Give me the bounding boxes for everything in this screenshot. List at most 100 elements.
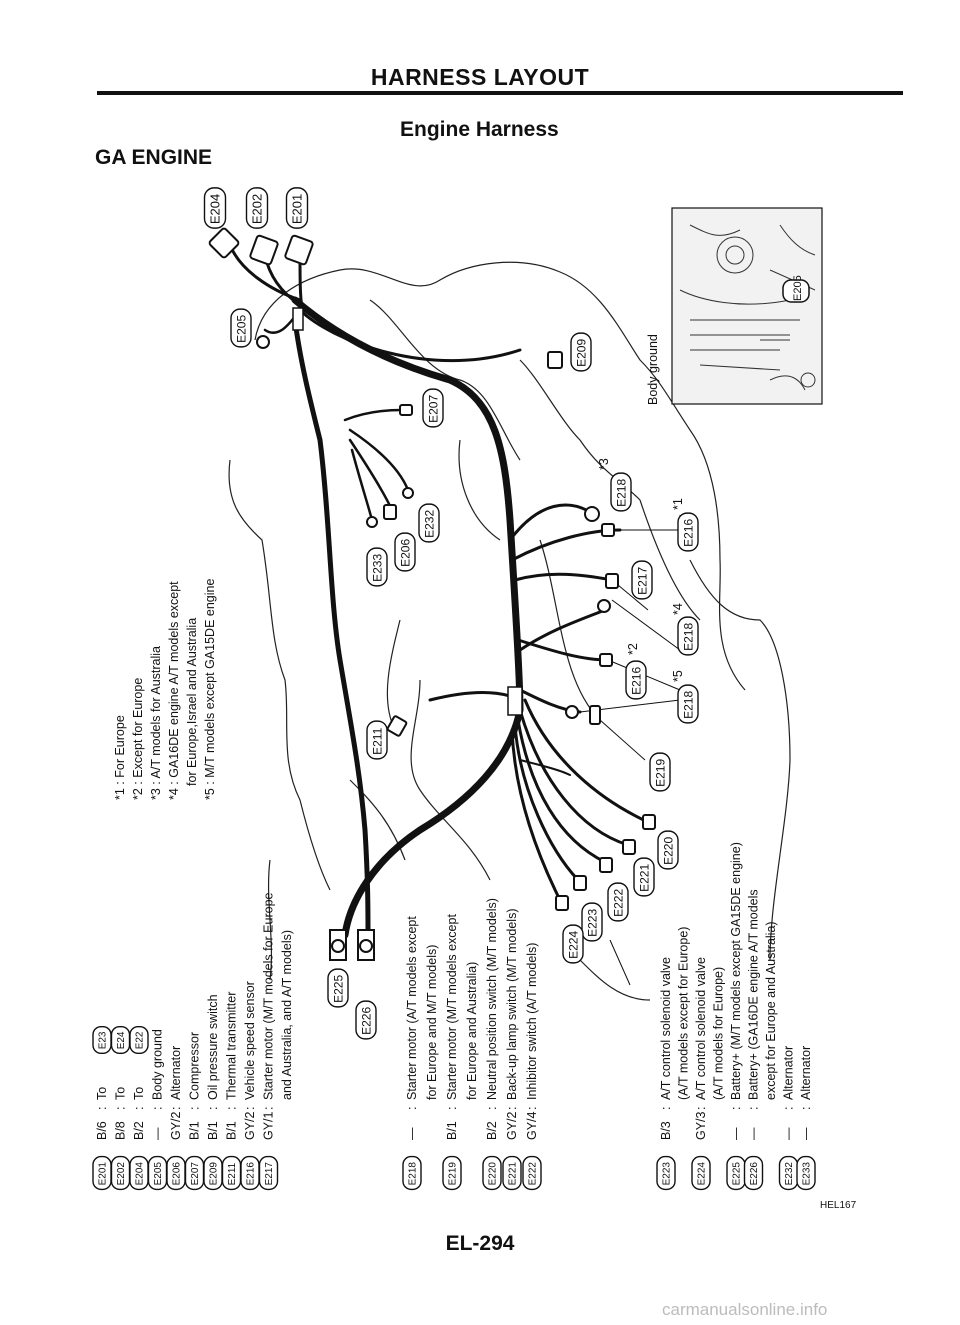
legend1-e207-colon: : bbox=[188, 1107, 202, 1110]
connector-tag-e218b-text: E218 bbox=[681, 623, 695, 651]
footnotes: *1 : For Europe *2 : Except for Europe *… bbox=[113, 579, 217, 800]
legend1-e217-code: E217 bbox=[258, 1155, 279, 1191]
legend3-e225-color: — bbox=[729, 1127, 743, 1140]
connector-tag-e205: E205 bbox=[230, 308, 252, 348]
legend2-e220-code-text: E220 bbox=[488, 1162, 499, 1186]
legend1-e201-code-text: E201 bbox=[98, 1162, 109, 1186]
legend1-e211-code-text: E211 bbox=[227, 1162, 238, 1185]
connector-tag-e218c: E218 bbox=[677, 684, 699, 724]
legend2-e222-desc: Inhibitor switch (A/T models) bbox=[525, 943, 539, 1100]
star-1: *1 bbox=[671, 498, 685, 510]
legend1-e205-colon: : bbox=[151, 1107, 165, 1110]
connector-tag-e207-text: E207 bbox=[426, 395, 440, 423]
connector-tag-e223: E223 bbox=[581, 902, 603, 942]
connector-tag-e224: E224 bbox=[562, 924, 584, 964]
legend2-e222-code-text: E222 bbox=[528, 1162, 539, 1186]
legend1-e202-ref-text: E24 bbox=[116, 1031, 127, 1049]
legend3-e225-code: E225 bbox=[726, 1155, 746, 1191]
legend2-e219-code-text: E219 bbox=[448, 1162, 459, 1186]
legend2-e220-code: E220 bbox=[482, 1155, 502, 1191]
top-connector-e204-text: E204 bbox=[208, 194, 223, 224]
legend3-e224-desc: A/T control solenoid valve bbox=[694, 957, 708, 1100]
legend1-e209-color: B/1 bbox=[206, 1121, 220, 1140]
legend2-e218-colon: : bbox=[405, 1107, 419, 1110]
connector-tag-e205-text: E205 bbox=[234, 315, 248, 343]
legend2-e218-color: — bbox=[405, 1127, 419, 1140]
watermark: carmanualsonline.info bbox=[662, 1300, 828, 1319]
legend1-e211-color: B/1 bbox=[225, 1121, 239, 1140]
connector-tag-e216a-text: E216 bbox=[681, 519, 695, 547]
legend2-e219-desc: Starter motor (M/T models except bbox=[445, 914, 459, 1100]
star-4: *4 bbox=[671, 603, 685, 615]
connector-tag-e219: E219 bbox=[649, 752, 671, 792]
legend2-e222-colon: : bbox=[525, 1107, 539, 1110]
legend3-e233-code: E233 bbox=[796, 1155, 816, 1191]
legend3-e223-desc2: (A/T models except for Europe) bbox=[677, 927, 691, 1100]
legend2-e221-colon: : bbox=[505, 1107, 519, 1110]
legend1-e201-ref: E23 bbox=[92, 1025, 112, 1054]
connector-tag-e221: E221 bbox=[633, 857, 655, 897]
battery-terminals bbox=[329, 929, 375, 961]
legend1-e205-desc: Body ground bbox=[151, 1029, 165, 1100]
note-4: *4 : GA16DE engine A/T models except bbox=[167, 581, 181, 800]
legend1-e209-desc: Oil pressure switch bbox=[206, 994, 220, 1100]
connector-tag-e225-text: E225 bbox=[331, 975, 345, 1003]
legend2-e220-colon: : bbox=[485, 1107, 499, 1110]
connector-tag-e217-text: E217 bbox=[635, 567, 649, 595]
connector-tag-e216a: E216 bbox=[677, 512, 699, 552]
connector-tag-e225: E225 bbox=[327, 968, 349, 1008]
section-subtitle: Engine Harness bbox=[400, 118, 559, 141]
legend1-e217-color: GY/1 bbox=[262, 1111, 276, 1140]
body-ground-inset: E205 bbox=[671, 207, 823, 405]
legend2-e222-color: GY/4 bbox=[525, 1111, 539, 1140]
connector-tag-e224-text: E224 bbox=[566, 931, 580, 959]
legend1-e201-colon: : bbox=[95, 1107, 109, 1110]
connector-tag-e211-text: E211 bbox=[370, 727, 384, 754]
connector-tag-e233-text: E233 bbox=[370, 554, 384, 582]
legend1-e204-code-text: E204 bbox=[135, 1162, 146, 1186]
connector-tag-e207: E207 bbox=[422, 388, 444, 428]
legend3-e223-code-text: E223 bbox=[662, 1162, 673, 1186]
legend3-e224-code: E224 bbox=[691, 1155, 711, 1191]
connector-tag-e216b-text: E216 bbox=[629, 667, 643, 695]
connector-tag-e226: E226 bbox=[355, 1000, 377, 1040]
legend1-e209-code: E209 bbox=[203, 1155, 223, 1191]
legend1-e204-desc: To bbox=[132, 1087, 146, 1100]
legend1-e201-color: B/6 bbox=[95, 1121, 109, 1140]
connector-tag-e218a: E218 bbox=[610, 472, 632, 512]
legend3-e232-code-text: E232 bbox=[784, 1162, 795, 1186]
harness-trunk bbox=[228, 243, 650, 939]
engine-outline bbox=[228, 261, 791, 1001]
legend1-e209-colon: : bbox=[206, 1107, 220, 1110]
legend1-e217-desc: Starter motor (M/T models for Europe bbox=[262, 892, 276, 1100]
legend3-e224-colon: : bbox=[694, 1107, 708, 1110]
legend1-e216-color: GY/2 bbox=[243, 1111, 257, 1140]
top-connector-e201-text: E201 bbox=[290, 194, 305, 224]
legend1-e211-desc: Thermal transmitter bbox=[225, 992, 239, 1100]
legend3-e225-desc: Battery+ (M/T models except GA15DE engin… bbox=[729, 842, 743, 1100]
note-4-cont: for Europe,Israel and Australia bbox=[185, 618, 199, 786]
harness-clips bbox=[292, 307, 523, 716]
legend2-e218-code-text: E218 bbox=[408, 1162, 419, 1186]
legend1-e205-code-text: E205 bbox=[153, 1162, 164, 1186]
legend1-e217-colon: : bbox=[262, 1107, 276, 1110]
legend1-e207-color: B/1 bbox=[188, 1121, 202, 1140]
legend1-e202-code-text: E202 bbox=[116, 1162, 127, 1186]
legend3-e224-color: GY/3 bbox=[694, 1111, 708, 1140]
connector-tag-e218c-text: E218 bbox=[681, 691, 695, 719]
legend3-e226-desc: Battery+ (GA16DE engine A/T models bbox=[747, 889, 761, 1100]
connector-tag-e232: E232 bbox=[418, 503, 440, 543]
legend3-e223-desc: A/T control solenoid valve bbox=[659, 957, 673, 1100]
connector-tag-e222-text: E222 bbox=[611, 889, 625, 917]
connector-tag-e218a-text: E218 bbox=[614, 479, 628, 507]
inset-e205-tag: E205 bbox=[792, 275, 804, 301]
legend1-e202-colon: : bbox=[114, 1107, 128, 1110]
legend2-e218-code: E218 bbox=[402, 1155, 422, 1191]
legend1-e204-code: E204 bbox=[129, 1155, 149, 1191]
connector-tag-e216b: E216 bbox=[625, 660, 647, 700]
note-1: *1 : For Europe bbox=[113, 715, 127, 800]
legend1-e209-code-text: E209 bbox=[209, 1162, 220, 1186]
legend3-e224-desc2: (A/T models for Europe) bbox=[712, 967, 726, 1100]
legend3-e232-colon: : bbox=[782, 1107, 796, 1110]
